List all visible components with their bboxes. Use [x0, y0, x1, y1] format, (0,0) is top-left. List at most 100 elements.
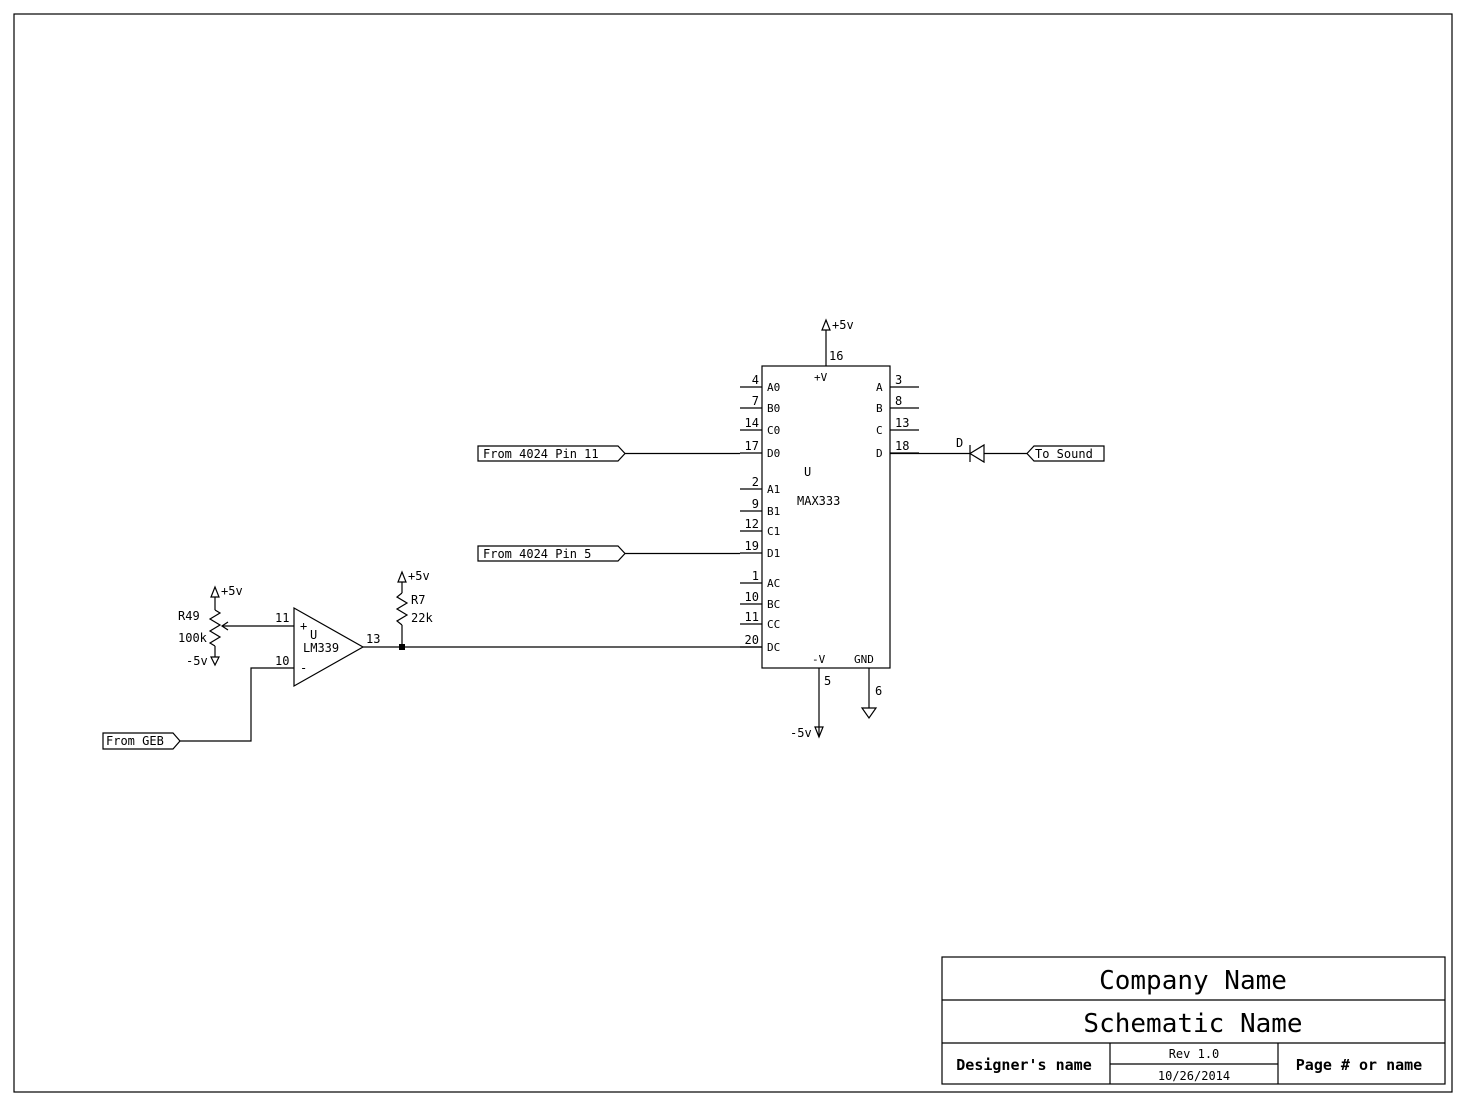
- vcc-net-label: +5v: [832, 318, 854, 332]
- pin-name: C: [876, 424, 883, 437]
- pin-number: 19: [745, 539, 759, 553]
- port-shape: [477, 545, 626, 562]
- pin-name: D0: [767, 447, 780, 460]
- ic-pin-right[interactable]: 18D: [876, 439, 919, 460]
- ic-pin-right[interactable]: 8B: [876, 394, 919, 415]
- pin-name: B: [876, 402, 883, 415]
- pin-number: 11: [745, 610, 759, 624]
- comparator-ref: U: [310, 628, 317, 642]
- sheet-border: [13, 13, 1453, 1093]
- port-label: From GEB: [106, 734, 164, 748]
- pin-name: C1: [767, 525, 780, 538]
- pin-number: 17: [745, 439, 759, 453]
- pin-name: BC: [767, 598, 780, 611]
- pin-name: B0: [767, 402, 780, 415]
- ic-pin-right[interactable]: 3A: [876, 373, 919, 394]
- date: 10/26/2014: [1158, 1069, 1230, 1083]
- pin-name: DC: [767, 641, 780, 654]
- ic-pin-left[interactable]: 9B1: [740, 497, 780, 518]
- power-arrow-icon: [210, 585, 220, 598]
- pin-number: 4: [752, 373, 759, 387]
- title-block-frame: [941, 956, 1446, 1085]
- port-label: From 4024 Pin 11: [483, 447, 599, 461]
- pin-name: AC: [767, 577, 780, 590]
- designer-name: Designer's name: [956, 1056, 1091, 1074]
- pin-name-vcc: +V: [814, 371, 828, 384]
- port-shape: [477, 445, 626, 462]
- power-arrow-down-icon: [814, 726, 824, 739]
- ic-pin-left[interactable]: 2A1: [740, 475, 780, 496]
- pin-name: D: [876, 447, 883, 460]
- pin-number: 1: [752, 569, 759, 583]
- pin-name-vee: -V: [812, 653, 826, 666]
- resistor-icon: [395, 592, 409, 626]
- title-block: Company Name Schematic Name Designer's n…: [941, 956, 1446, 1085]
- pin-number: 2: [752, 475, 759, 489]
- resistor-r7[interactable]: +5v R7 22k: [395, 569, 433, 647]
- comparator-lm339[interactable]: + - U LM339 11 10 13: [180, 606, 762, 742]
- pot-top-net: +5v: [221, 584, 243, 598]
- opamp-icon: [293, 606, 365, 688]
- pin-name: B1: [767, 505, 780, 518]
- ic-max333[interactable]: +5v 16 +V U MAX333 4A07B014C017D02A19B11…: [740, 318, 919, 740]
- r7-ref: R7: [411, 593, 425, 607]
- pin-name: A1: [767, 483, 780, 496]
- pin-num-vcc: 16: [829, 349, 843, 363]
- left-pins: 4A07B014C017D02A19B112C119D11AC10BC11CC2…: [740, 373, 780, 654]
- diode-ref: D: [956, 436, 963, 450]
- port-to-sound[interactable]: To Sound: [1026, 445, 1105, 462]
- ic-pin-left[interactable]: 4A0: [740, 373, 780, 394]
- port-label: From 4024 Pin 5: [483, 547, 591, 561]
- ic-pin-right[interactable]: 13C: [876, 416, 919, 437]
- wiper-arrow-icon: [220, 621, 229, 631]
- port-shape: [102, 732, 181, 750]
- port-from-geb[interactable]: From GEB: [102, 732, 181, 750]
- pin-num-minus: 10: [275, 654, 289, 668]
- pin-name: A: [876, 381, 883, 394]
- pin-number: 8: [895, 394, 902, 408]
- revision: Rev 1.0: [1169, 1047, 1220, 1061]
- minus-sign: -: [300, 661, 307, 675]
- port-label: To Sound: [1035, 447, 1093, 461]
- pin-number: 7: [752, 394, 759, 408]
- schematic-name: Schematic Name: [1083, 1009, 1302, 1039]
- r7-net: +5v: [408, 569, 430, 583]
- page-name: Page # or name: [1296, 1056, 1422, 1074]
- pin-number: 10: [745, 590, 759, 604]
- pot-value: 100k: [178, 631, 208, 645]
- power-arrow-icon: [821, 318, 831, 331]
- pot-bottom-net: -5v: [186, 654, 208, 668]
- wire-minus: [180, 667, 294, 742]
- pin-name: D1: [767, 547, 780, 560]
- pin-number: 13: [895, 416, 909, 430]
- pin-number: 18: [895, 439, 909, 453]
- port-from-4024-pin5[interactable]: From 4024 Pin 5: [477, 545, 740, 562]
- ground-icon: [860, 707, 878, 720]
- vee-net-label: -5v: [790, 726, 812, 740]
- power-arrow-icon: [397, 570, 407, 583]
- ic-body: [761, 365, 891, 669]
- pin-name: A0: [767, 381, 780, 394]
- diode-d[interactable]: D: [890, 436, 1027, 464]
- ic-pin-left[interactable]: 1AC: [740, 569, 780, 590]
- resistor-icon: [208, 609, 222, 647]
- ic-pin-left[interactable]: 7B0: [740, 394, 780, 415]
- pin-number: 14: [745, 416, 759, 430]
- port-from-4024-pin11[interactable]: From 4024 Pin 11: [477, 445, 740, 462]
- pin-number: 20: [745, 633, 759, 647]
- pin-name: C0: [767, 424, 780, 437]
- pin-num-out: 13: [366, 632, 380, 646]
- pin-name: CC: [767, 618, 780, 631]
- pot-r49[interactable]: +5v -5v R49 100k: [178, 584, 243, 668]
- pin-num-vee: 5: [824, 674, 831, 688]
- ic-ref: U: [804, 465, 811, 479]
